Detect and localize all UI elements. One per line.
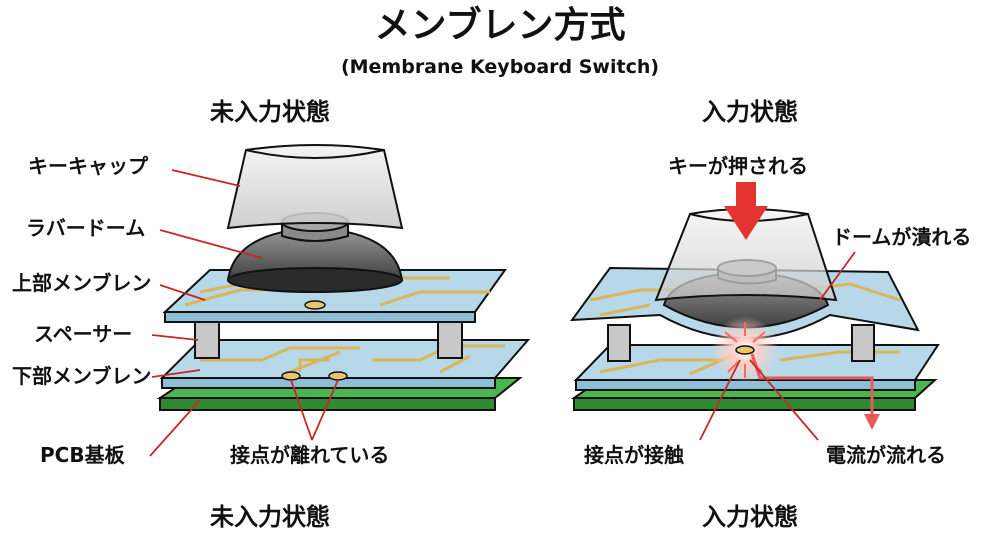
press-arrow (724, 182, 768, 240)
unpressed-switch (149, 144, 531, 457)
label-dome-collapses: ドームが潰れる (832, 225, 972, 249)
lower-contact-right (328, 371, 348, 381)
footer-right: 入力状態 (702, 503, 798, 531)
leader-lines-right (699, 251, 856, 441)
label-pcb-board: PCB基板 (40, 443, 125, 467)
label-spacer: スペーサー (34, 322, 133, 346)
leader-lines-left (149, 169, 339, 457)
lower-contact-left (281, 371, 301, 381)
label-contacts-touching: 接点が接触 (584, 443, 684, 467)
label-lower-membrane: 下部メンブレン (12, 364, 152, 388)
heading-right: 入力状態 (702, 98, 798, 126)
pressed-switch (569, 182, 940, 441)
spacer-left (194, 317, 463, 359)
label-key-pressed: キーが押される (668, 154, 808, 178)
page-subtitle: (Membrane Keyboard Switch) (340, 56, 660, 78)
rubber-dome-left (226, 212, 404, 293)
heading-left: 未入力状態 (210, 98, 330, 126)
keycap-left (226, 144, 404, 230)
contact-point (711, 316, 779, 384)
label-keycap: キーキャップ (28, 154, 148, 178)
spacer-right (607, 324, 875, 362)
footer-left: 未入力状態 (210, 503, 330, 531)
label-contacts-separated: 接点が離れている (230, 443, 390, 467)
page-title: メンブレン方式 (374, 5, 626, 46)
label-upper-membrane: 上部メンブレン (12, 271, 152, 295)
label-current-flows: 電流が流れる (826, 443, 946, 467)
label-rubber-dome: ラバードーム (26, 216, 146, 240)
lower-membrane-left (159, 339, 531, 389)
